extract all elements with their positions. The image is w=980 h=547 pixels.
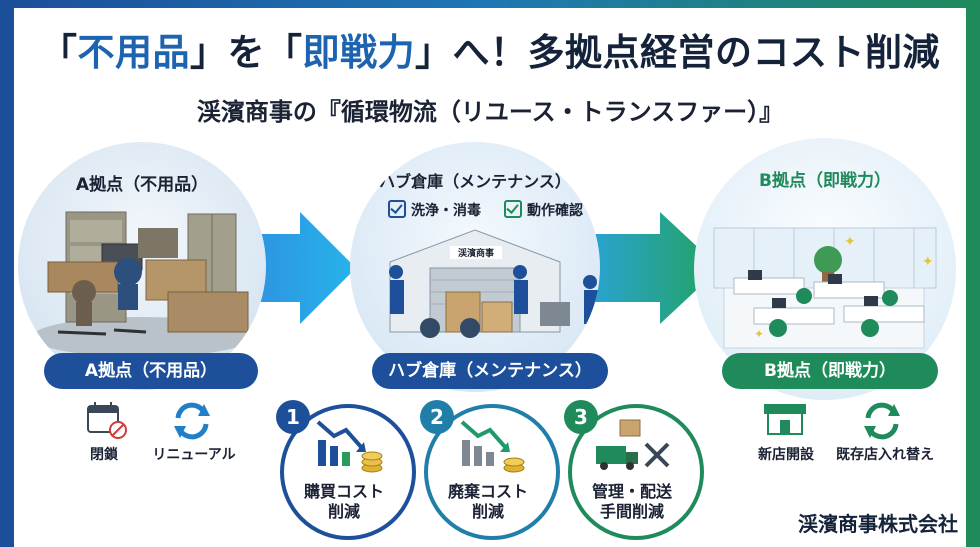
page-subtitle: 渓濱商事の『循環物流（リユース・トランスファー）』 [196,98,784,126]
warehouse-sign: 渓濱商事 [450,246,502,259]
action-close-label: 閉鎖 [90,447,118,463]
refresh-icon [174,402,210,440]
hub-title: ハブ倉庫（メンテナンス） [379,172,571,191]
benefit-number-badge: 3 [564,400,598,434]
new-office-illustration: ✦ ✦ ✦ [713,227,937,349]
warehouse-illustration [389,229,598,338]
refresh-icon [864,402,900,440]
site-b-pill: B拠点（即戦力） [722,353,938,389]
store-icon [764,404,806,435]
svg-text:✦: ✦ [922,254,934,270]
check-operation: 動作確認 [504,200,583,220]
benefit-number-badge: 2 [420,400,454,434]
site-b-title: B拠点（即戦力） [759,171,891,191]
benefit-3-text: 管理・配送手間削減 [591,482,672,521]
company-name: 渓濱商事株式会社 [798,512,958,536]
top-accent-bar [0,0,980,8]
circle-hub-warehouse: ハブ倉庫（メンテナンス） 渓濱商事 [350,142,600,392]
checkbox-icon [504,200,522,218]
check-clean: 洗浄・消毒 [388,200,481,220]
svg-text:✦: ✦ [844,234,856,250]
calendar-closed-icon [87,402,127,439]
hub-pill: ハブ倉庫（メンテナンス） [372,353,608,389]
page-title: 「不用品」を「即戦力」へ！多拠点経営のコスト削減 [40,31,940,74]
svg-text:✦: ✦ [754,327,764,341]
old-furniture-illustration [32,211,252,357]
arrow-hub-to-b [584,212,720,324]
benefit-number-badge: 1 [276,400,310,434]
site-a-pill: A拠点（不用品） [44,353,258,389]
truck-tools-icon [596,419,670,470]
site-a-title: A拠点（不用品） [75,175,209,195]
action-new-store-label: 新店開設 [758,447,814,463]
circle-site-a: A拠点（不用品） [18,142,266,390]
benefit-1-text: 購買コスト削減 [303,482,384,521]
chart-down-coins-icon [316,420,383,473]
benefit-2-text: 廃棄コスト削減 [447,482,528,521]
action-renewal-label: リニューアル [152,447,236,463]
chart-down-coins-icon [460,420,525,473]
action-replace-label: 既存店入れ替え [836,447,934,463]
left-accent-bar [0,0,14,547]
checkbox-icon [388,200,406,218]
right-accent-bar [966,0,980,547]
arrow-a-to-hub [238,212,356,324]
